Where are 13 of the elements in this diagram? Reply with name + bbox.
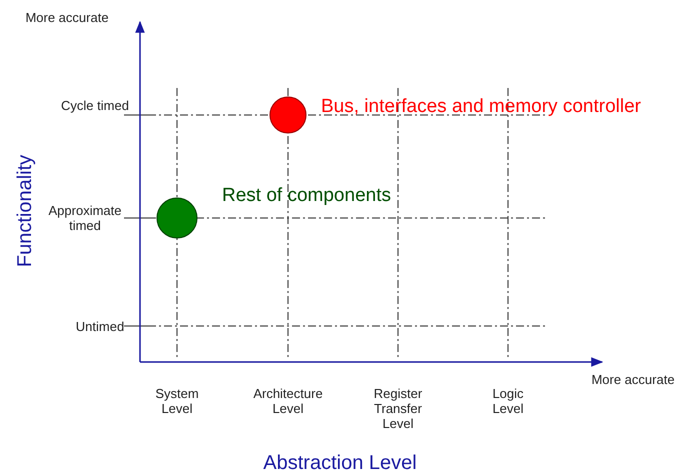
point-label: Bus, interfaces and memory controller	[321, 96, 641, 118]
tick-label: Logic Level	[491, 386, 525, 416]
axis-title: Abstraction Level	[262, 452, 418, 474]
axis-end-label: More accurate	[24, 10, 110, 25]
tick-label: Cycle timed	[60, 98, 130, 113]
axis-end-label: More accurate	[590, 372, 676, 387]
tick-label: Approximate timed	[48, 203, 122, 233]
tick-label: Register Transfer Level	[372, 386, 424, 431]
axis-title: Functionality	[14, 154, 36, 270]
tick-label: Untimed	[74, 319, 126, 334]
tick-label: Architecture Level	[252, 386, 324, 416]
point-label: Rest of components	[222, 185, 391, 207]
tick-label: System Level	[154, 386, 200, 416]
